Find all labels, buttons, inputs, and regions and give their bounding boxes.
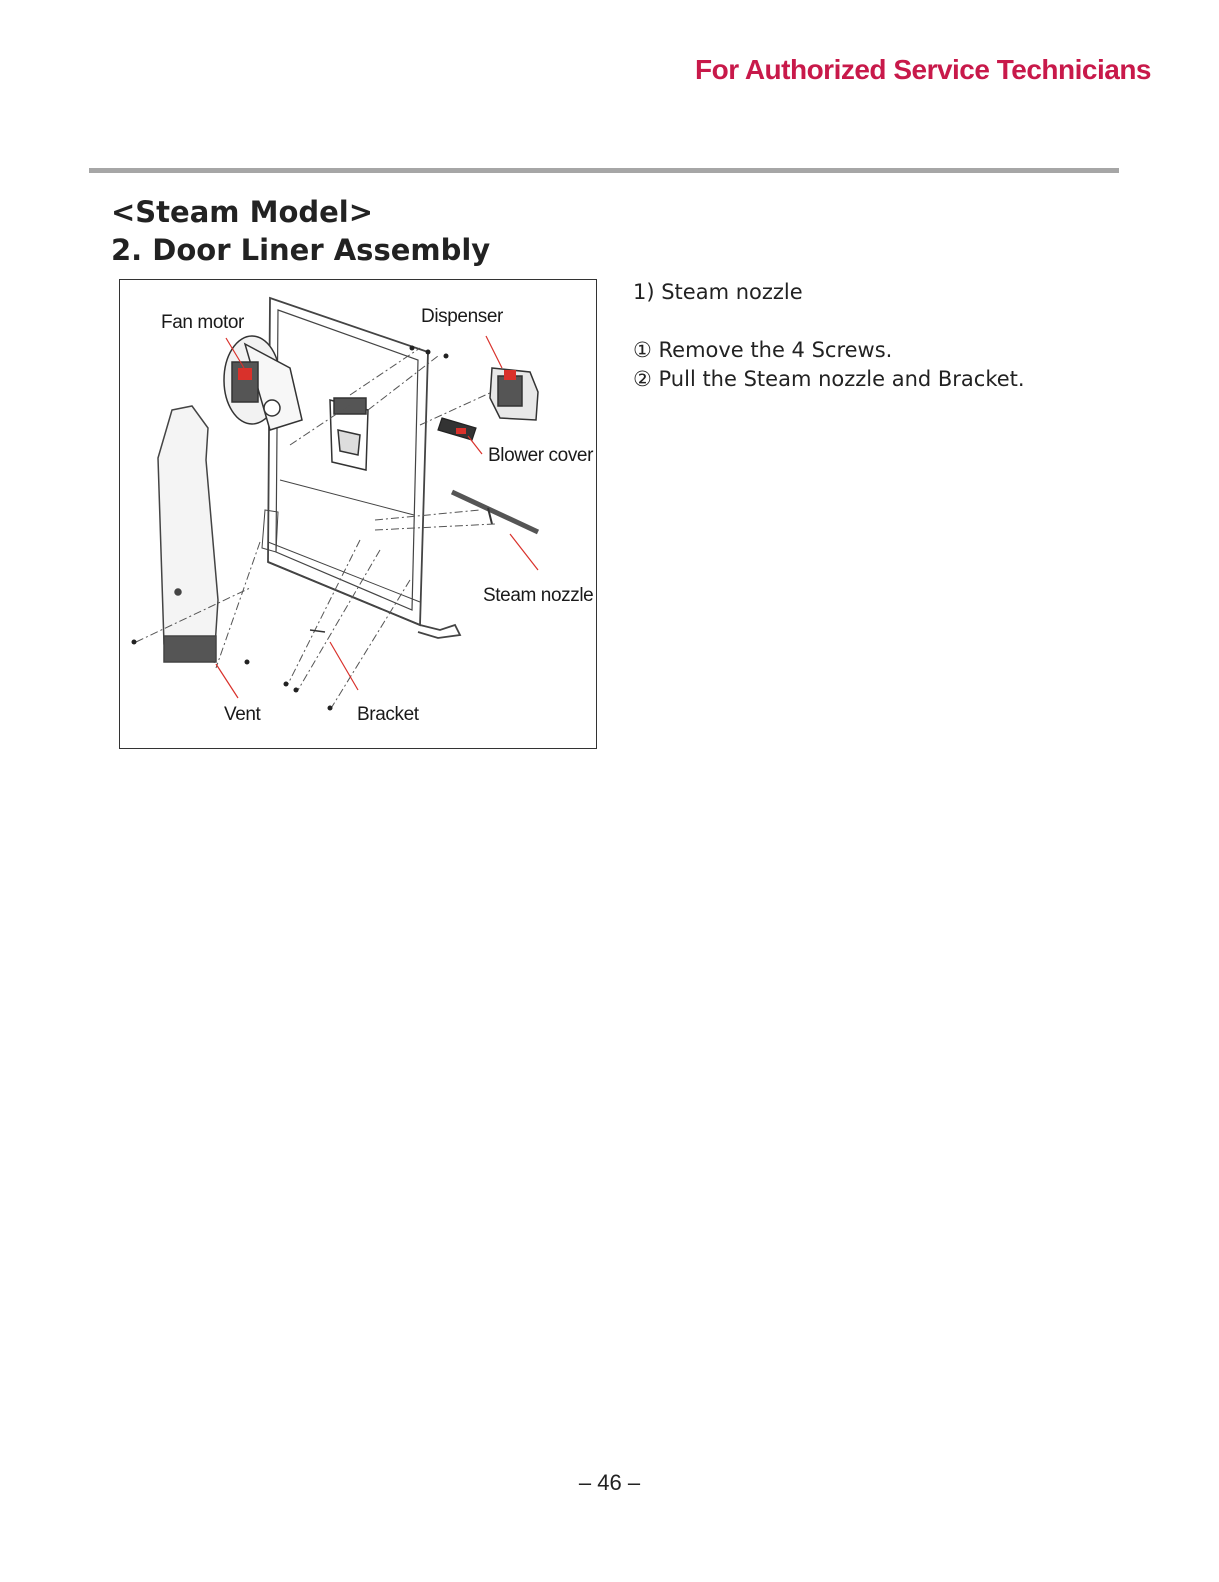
instruction-steps: ① Remove the 4 Screws. ② Pull the Steam … <box>633 336 1025 394</box>
label-bracket: Bracket <box>357 704 419 726</box>
label-fan-motor: Fan motor <box>161 312 244 334</box>
label-vent: Vent <box>224 704 260 726</box>
dispenser-opening <box>330 398 368 470</box>
label-dispenser: Dispenser <box>421 306 503 328</box>
step-item: ① Remove the 4 Screws. <box>633 336 1025 365</box>
label-blower-cover: Blower cover <box>488 445 593 467</box>
authorized-technicians-note: For Authorized Service Technicians <box>695 54 1151 86</box>
door-liner-exploded-diagram: Fan motor Dispenser Blower cover Steam n… <box>119 279 597 749</box>
fan-motor-part <box>224 336 302 430</box>
bracket-part <box>310 630 325 632</box>
vent-part <box>158 406 218 662</box>
label-steam-nozzle: Steam nozzle <box>483 585 593 607</box>
blower-cover-part <box>438 418 476 440</box>
step-heading: 1) Steam nozzle <box>633 280 803 304</box>
exploded-view-drawing <box>120 280 596 748</box>
steam-nozzle-part <box>452 492 538 532</box>
section-title: 2. Door Liner Assembly <box>111 233 490 267</box>
dispenser-part <box>490 368 538 420</box>
header-divider <box>89 168 1119 173</box>
model-title: <Steam Model> <box>111 195 373 229</box>
step-item: ② Pull the Steam nozzle and Bracket. <box>633 365 1025 394</box>
page-number: – 46 – <box>0 1470 1219 1496</box>
